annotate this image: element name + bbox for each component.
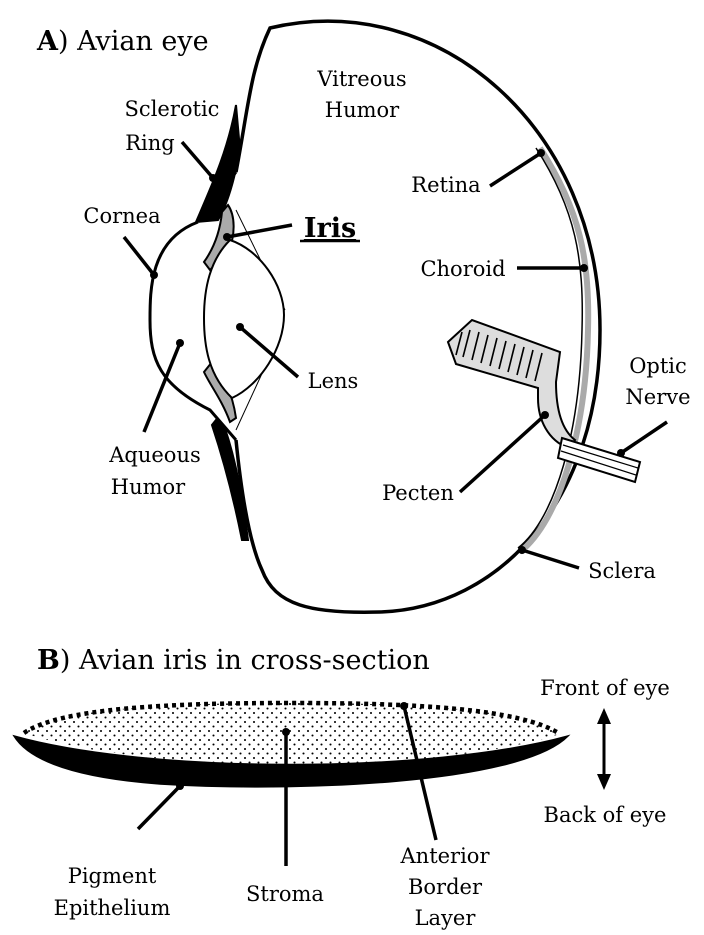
label-sclerotic-1: Sclerotic bbox=[125, 97, 220, 121]
label-stroma: Stroma bbox=[246, 882, 324, 906]
panel-b-iris-cross-section: B) Avian iris in cross-section Front of … bbox=[14, 645, 670, 930]
label-lens: Lens bbox=[308, 369, 359, 393]
label-retina: Retina bbox=[411, 173, 480, 197]
label-sclera: Sclera bbox=[588, 559, 656, 583]
panel-a-avian-eye: A) Avian eye bbox=[36, 21, 691, 612]
label-sclerotic-2: Ring bbox=[125, 131, 175, 155]
label-anterior-2: Border bbox=[408, 875, 483, 899]
panel-b-title: B) Avian iris in cross-section bbox=[37, 645, 430, 676]
label-iris: Iris bbox=[304, 213, 356, 244]
label-pigment-2: Epithelium bbox=[54, 896, 171, 920]
label-vitreous-1: Vitreous bbox=[316, 67, 406, 91]
label-aqueous-1: Aqueous bbox=[108, 443, 201, 467]
label-back-of-eye: Back of eye bbox=[544, 803, 667, 827]
label-choroid: Choroid bbox=[420, 257, 505, 281]
label-optic-2: Nerve bbox=[625, 385, 690, 409]
panel-a-title: A) Avian eye bbox=[36, 26, 209, 57]
label-optic-1: Optic bbox=[629, 354, 687, 378]
label-pigment-1: Pigment bbox=[68, 864, 157, 888]
front-back-arrow bbox=[597, 708, 611, 790]
label-pecten: Pecten bbox=[382, 481, 454, 505]
label-front-of-eye: Front of eye bbox=[540, 676, 670, 700]
label-aqueous-2: Humor bbox=[111, 475, 186, 499]
label-cornea: Cornea bbox=[83, 204, 160, 228]
label-anterior-1: Anterior bbox=[400, 844, 491, 868]
label-anterior-3: Layer bbox=[415, 906, 477, 930]
label-vitreous-2: Humor bbox=[325, 98, 400, 122]
